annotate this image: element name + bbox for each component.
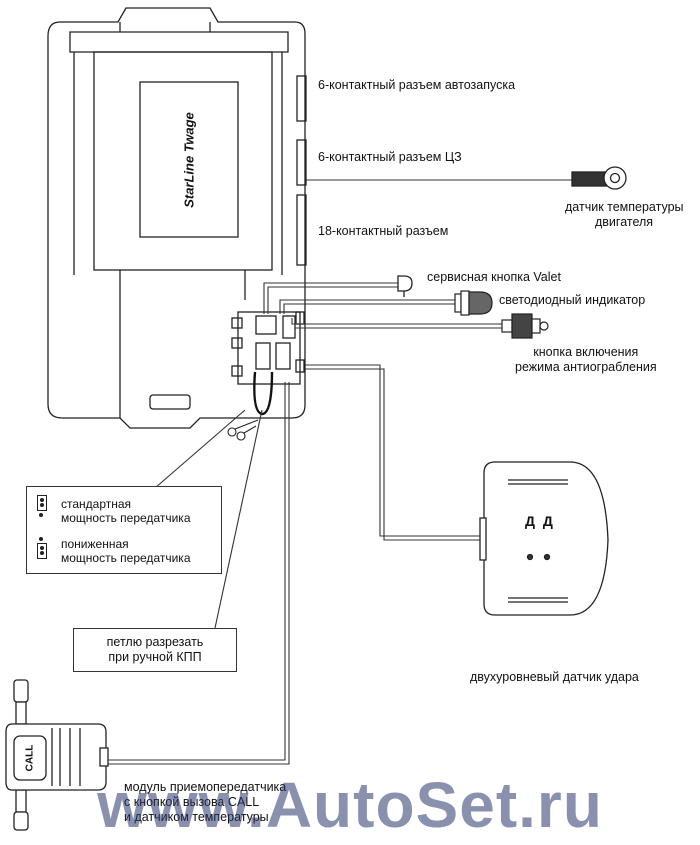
jumper-reduced-icon xyxy=(37,543,47,559)
label-central-lock-connector: 6-контактный разъем ЦЗ xyxy=(318,150,462,164)
site-watermark: www.AutoSet.ru xyxy=(97,769,603,841)
main-unit-body xyxy=(47,7,306,429)
legend-standard-power: стандартная мощность передатчика xyxy=(61,497,191,525)
shock-sensor-body xyxy=(479,461,609,616)
label-led-indicator: светодиодный индикатор xyxy=(499,293,646,307)
label-transceiver: модуль приемопередатчика с кнопкой вызов… xyxy=(124,780,287,824)
label-18pin-connector: 18-контактный разъем xyxy=(318,224,449,238)
label-shock-sensor: двухуровневый датчик удара xyxy=(470,670,639,684)
label-antihijack-button: кнопка включения режима антиограбления xyxy=(515,345,657,374)
transceiver-body xyxy=(5,679,109,831)
label-autostart-connector: 6-контактный разъем автозапуска xyxy=(318,78,516,92)
jumper-standard-icon xyxy=(37,495,47,511)
label-temp-sensor: датчик температуры двигателя xyxy=(565,200,684,229)
shock-sensor-marking: Д Д xyxy=(525,513,555,529)
transmitter-power-legend: стандартная мощность передатчика понижен… xyxy=(26,486,222,574)
legend-reduced-power: пониженная мощность передатчика xyxy=(61,537,191,565)
label-valet-button: сервисная кнопка Valet xyxy=(427,270,561,284)
cut-loop-note: петлю разрезать при ручной КПП xyxy=(73,628,237,672)
